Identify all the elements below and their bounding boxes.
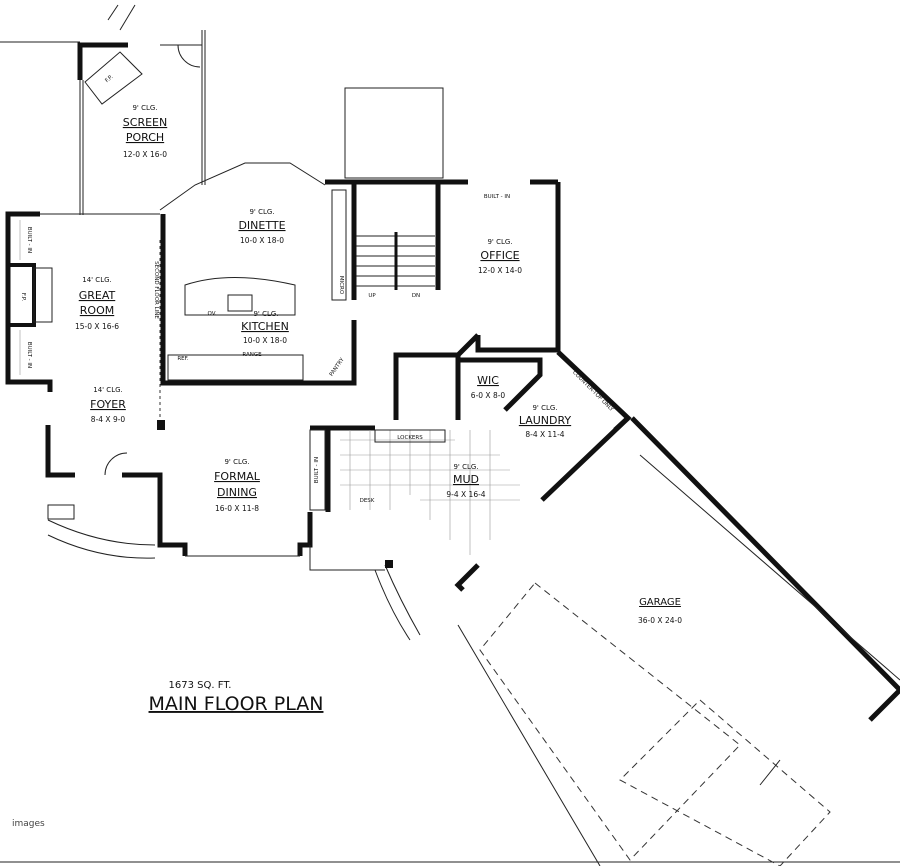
room-formal-dining: 9' CLG. FORMAL DINING 16-0 X 11-8 — [214, 458, 261, 513]
room-office: 9' CLG. OFFICE 12-0 X 14-0 — [478, 238, 522, 275]
svg-text:14' CLG.: 14' CLG. — [93, 386, 123, 394]
room-great-room: 14' CLG. GREAT ROOM 15-0 X 16-6 — [75, 276, 119, 331]
room-laundry: 9' CLG. LAUNDRY 8-4 X 11-4 — [519, 404, 572, 439]
porch-fireplace — [84, 51, 143, 105]
watermark: images — [12, 819, 45, 829]
svg-text:REF.: REF. — [177, 356, 189, 362]
svg-text:9' CLG.: 9' CLG. — [249, 208, 274, 216]
screen-porch-walls — [77, 4, 206, 215]
room-porch: 9' CLG. SCREEN PORCH 12-0 X 16-0 — [123, 104, 167, 159]
svg-text:DN: DN — [412, 293, 420, 299]
svg-text:FOYER: FOYER — [90, 398, 126, 411]
foyer-dining-walls — [45, 425, 421, 641]
room-mud: 9' CLG. MUD 9-4 X 16-4 — [446, 463, 485, 499]
mud-walls — [309, 350, 632, 555]
svg-text:OFFICE: OFFICE — [480, 249, 519, 262]
svg-text:DINING: DINING — [217, 486, 257, 499]
svg-text:LOCKERS: LOCKERS — [397, 435, 423, 441]
svg-text:BUILT - IN: BUILT - IN — [26, 342, 32, 368]
svg-text:12-0 X 14-0: 12-0 X 14-0 — [478, 266, 522, 275]
svg-text:ROOM: ROOM — [80, 304, 114, 317]
svg-text:36-0 X 24-0: 36-0 X 24-0 — [638, 616, 682, 625]
svg-text:FORMAL: FORMAL — [214, 470, 261, 483]
svg-text:9' CLG.: 9' CLG. — [487, 238, 512, 246]
svg-text:WIC: WIC — [477, 374, 499, 387]
svg-text:KITCHEN: KITCHEN — [241, 320, 289, 333]
svg-text:F.P.: F.P. — [104, 74, 114, 84]
svg-text:6-0 X 8-0: 6-0 X 8-0 — [471, 391, 506, 400]
svg-text:9' CLG.: 9' CLG. — [253, 310, 278, 318]
room-dinette: 9' CLG. DINETTE 10-0 X 18-0 — [238, 208, 285, 245]
svg-text:COUNTER-TOP ONLY: COUNTER-TOP ONLY — [571, 370, 615, 414]
svg-text:RANGE: RANGE — [242, 352, 262, 358]
svg-text:10-0 X 18-0: 10-0 X 18-0 — [240, 236, 284, 245]
square-footage: 1673 SQ. FT. — [169, 680, 232, 691]
room-kitchen: 9' CLG. KITCHEN 10-0 X 18-0 — [241, 310, 289, 345]
svg-text:16-0 X 11-8: 16-0 X 11-8 — [215, 504, 259, 513]
svg-text:9' CLG.: 9' CLG. — [224, 458, 249, 466]
svg-text:MUD: MUD — [453, 473, 479, 486]
svg-text:9' CLG.: 9' CLG. — [532, 404, 557, 412]
svg-text:DESK: DESK — [360, 498, 375, 504]
svg-text:15-0 X 16-6: 15-0 X 16-6 — [75, 322, 119, 331]
svg-text:8-4 X 11-4: 8-4 X 11-4 — [525, 430, 564, 439]
plan-title: MAIN FLOOR PLAN — [149, 693, 324, 715]
svg-text:DINETTE: DINETTE — [238, 219, 285, 232]
stair-office-walls — [344, 87, 561, 357]
svg-text:GARAGE: GARAGE — [639, 597, 681, 608]
svg-text:BUILT - IN: BUILT - IN — [484, 194, 510, 200]
kitchen-walls — [157, 162, 357, 430]
svg-text:GREAT: GREAT — [79, 289, 116, 302]
svg-text:BUILT - IN: BUILT - IN — [314, 457, 320, 483]
room-garage: GARAGE 36-0 X 24-0 — [638, 597, 682, 625]
svg-text:10-0 X 18-0: 10-0 X 18-0 — [243, 336, 287, 345]
svg-text:UP: UP — [368, 293, 376, 299]
svg-text:8-4 X 9-0: 8-4 X 9-0 — [91, 415, 126, 424]
svg-text:9' CLG.: 9' CLG. — [453, 463, 478, 471]
svg-text:PORCH: PORCH — [126, 131, 164, 144]
svg-text:LAUNDRY: LAUNDRY — [519, 414, 572, 427]
great-room-walls — [5, 211, 160, 392]
svg-text:BUILT - IN: BUILT - IN — [26, 227, 32, 253]
svg-text:9-4 X 16-4: 9-4 X 16-4 — [446, 490, 485, 499]
svg-text:SECOND FLOOR LINE: SECOND FLOOR LINE — [153, 261, 159, 319]
svg-text:OV.: OV. — [207, 311, 216, 317]
svg-text:14' CLG.: 14' CLG. — [82, 276, 112, 284]
svg-text:SCREEN: SCREEN — [123, 116, 167, 129]
svg-text:F.P.: F.P. — [20, 293, 26, 301]
svg-text:PANTRY: PANTRY — [329, 357, 346, 378]
svg-text:12-0 X 16-0: 12-0 X 16-0 — [123, 150, 167, 159]
room-foyer: 14' CLG. FOYER 8-4 X 9-0 — [90, 386, 126, 424]
garage-walls — [454, 416, 900, 866]
svg-text:9' CLG.: 9' CLG. — [132, 104, 157, 112]
room-wic: WIC 6-0 X 8-0 — [471, 374, 506, 400]
svg-text:MICRO: MICRO — [338, 276, 344, 295]
kitchen-island — [184, 277, 296, 316]
